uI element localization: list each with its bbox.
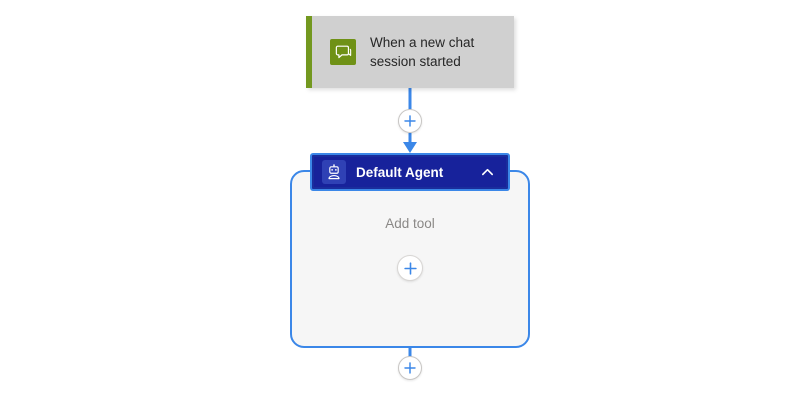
plus-icon [404,115,416,127]
trigger-accent-bar [306,16,312,88]
plus-icon [404,362,416,374]
add-step-button-after-agent[interactable] [398,356,422,380]
chat-bubble-icon [330,39,356,65]
trigger-label-line1: When a new chat [370,35,475,50]
add-step-button-after-trigger[interactable] [398,109,422,133]
connector-arrowhead [403,142,417,153]
trigger-node[interactable]: When a new chat session started [306,16,514,88]
trigger-label: When a new chat session started [370,33,474,71]
agent-title: Default Agent [356,164,444,180]
trigger-label-line2: session started [370,54,461,69]
add-tool-button[interactable] [397,255,423,281]
chevron-up-icon[interactable] [476,161,498,183]
agent-node-header[interactable]: Default Agent [314,157,506,187]
agent-group-container[interactable]: Add tool [290,170,530,348]
robot-icon [322,160,346,184]
trigger-body: When a new chat session started [312,33,474,71]
agent-tools-area: Add tool [292,198,528,346]
add-tool-label: Add tool [385,216,435,231]
agent-node-selected-ring[interactable]: Default Agent [310,153,510,191]
plus-icon [403,261,417,275]
